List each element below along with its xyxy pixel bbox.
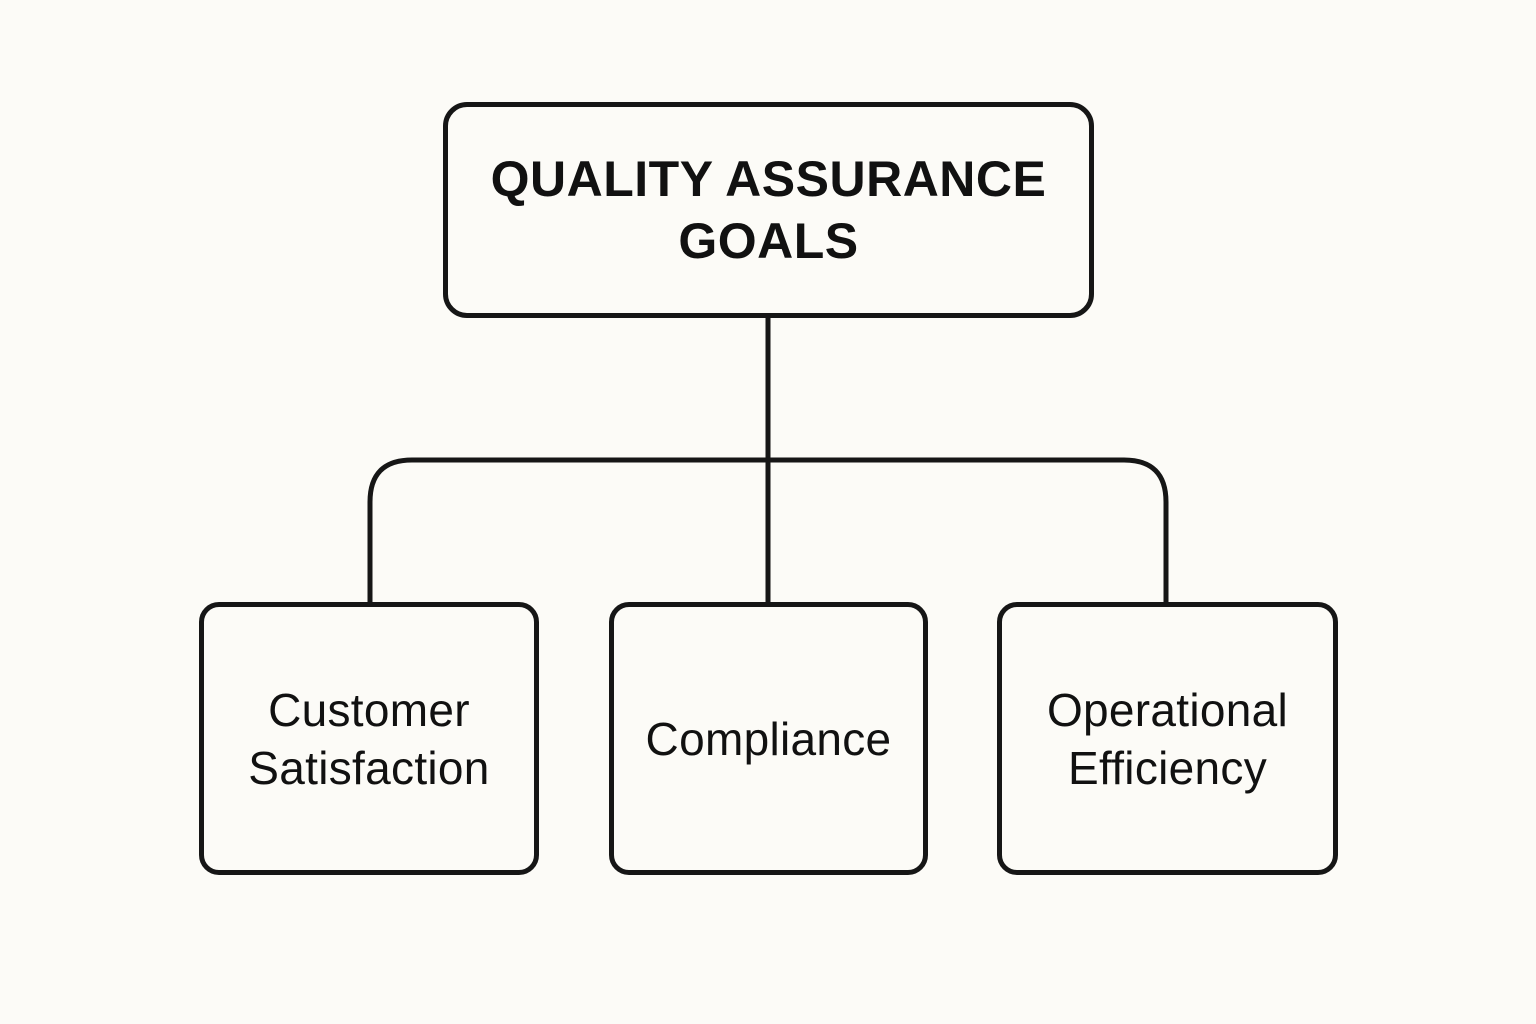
child-node-customer-satisfaction: Customer Satisfaction [199,602,539,875]
connector-horizontal-bus [367,457,1169,602]
child-label-line-1: Operational [1046,683,1289,736]
child-node-label: Compliance [646,710,892,768]
child-label-line-1: Customer [268,683,470,736]
child-label-line-1: Compliance [645,712,892,765]
child-node-label: Operational Efficiency [1047,681,1288,797]
child-label-line-2: Efficiency [1067,741,1268,794]
root-node-label: QUALITY ASSURANCE GOALS [491,148,1047,272]
child-node-operational-efficiency: Operational Efficiency [997,602,1338,875]
root-label-line-2: GOALS [678,213,859,269]
child-node-label: Customer Satisfaction [248,681,489,797]
root-node-quality-assurance-goals: QUALITY ASSURANCE GOALS [443,102,1094,318]
root-label-line-1: QUALITY ASSURANCE [490,151,1047,207]
child-node-compliance: Compliance [609,602,928,875]
child-label-line-2: Satisfaction [248,741,490,794]
